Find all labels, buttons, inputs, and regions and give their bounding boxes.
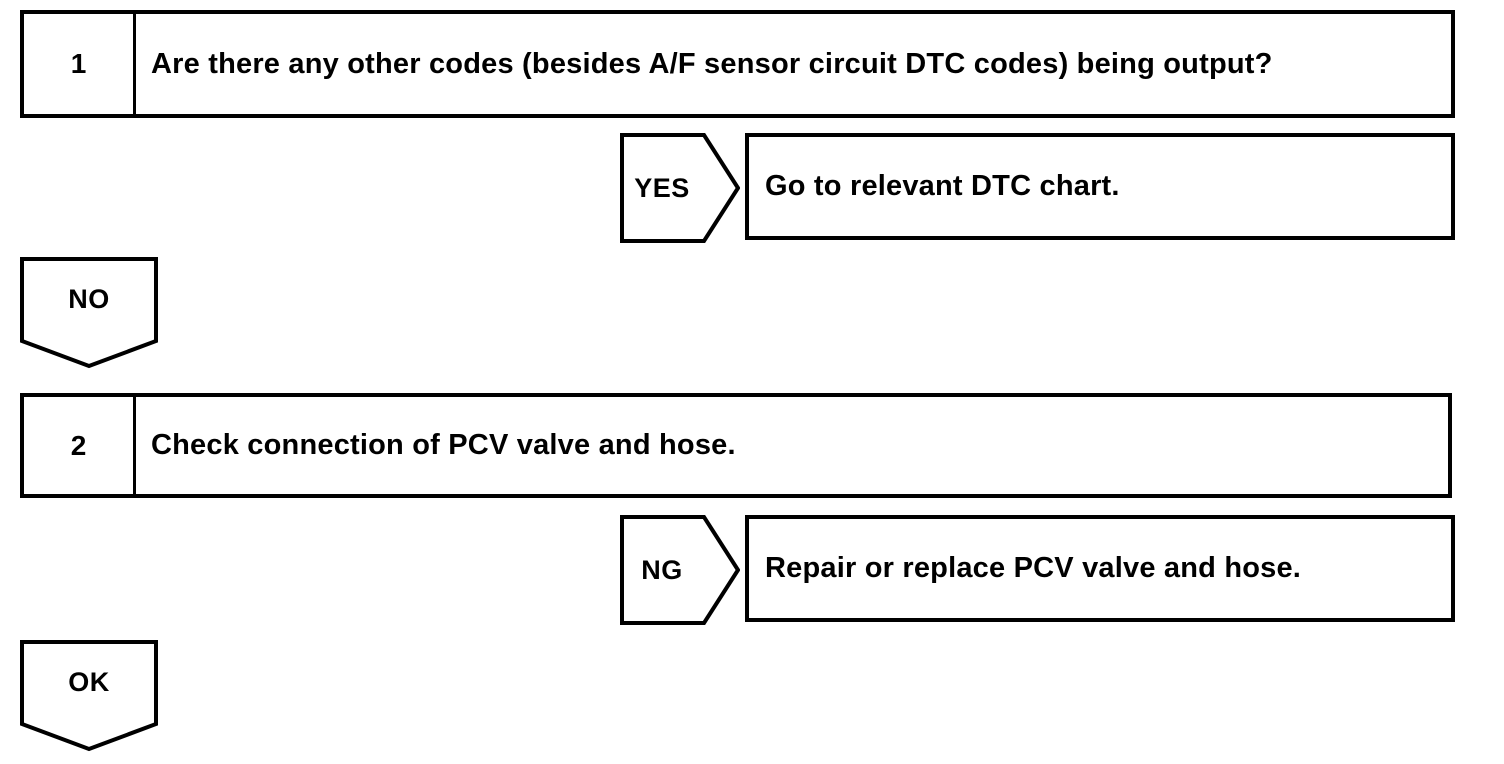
pentagon-down-icon xyxy=(20,257,158,369)
result-box-ng: Repair or replace PCV valve and hose. xyxy=(745,515,1455,622)
step-1-question: Are there any other codes (besides A/F s… xyxy=(151,47,1273,80)
continue-tag-ok: OK xyxy=(20,640,158,752)
pentagon-right-icon xyxy=(620,515,740,625)
step-2-box: 2 Check connection of PCV valve and hose… xyxy=(20,393,1452,498)
pentagon-right-icon xyxy=(620,133,740,243)
branch-tag-ng: NG xyxy=(620,515,740,625)
continue-tag-no: NO xyxy=(20,257,158,369)
pentagon-down-icon xyxy=(20,640,158,752)
branch-tag-yes-label: YES xyxy=(634,172,690,203)
continue-tag-no-label: NO xyxy=(68,283,110,314)
step-2-question: Check connection of PCV valve and hose. xyxy=(151,429,736,461)
branch-tag-ng-label: NG xyxy=(641,554,683,585)
step-1-box: 1 Are there any other codes (besides A/F… xyxy=(20,10,1455,118)
step-1-number: 1 xyxy=(24,14,136,114)
continue-tag-ok-label: OK xyxy=(68,666,110,697)
step-2-number: 2 xyxy=(24,397,136,494)
result-box-yes: Go to relevant DTC chart. xyxy=(745,133,1455,240)
branch-tag-yes: YES xyxy=(620,133,740,243)
